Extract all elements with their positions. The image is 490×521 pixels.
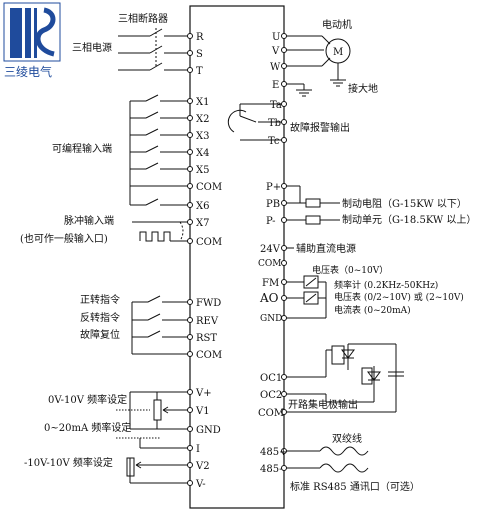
terminal-fm: FM [262,278,279,289]
terminal-e: E [272,80,279,91]
terminal-p-plus: P+ [266,182,281,193]
terminal-rev: REV [196,316,219,327]
terminal-x4: X4 [196,148,209,159]
terminal-pb: PB [266,199,280,210]
aux-power-label: 辅助直流电源 [296,242,356,255]
braking-circuit: 制动电阻（G-15KW 以下） 制动单元（G-18.5KW 以上） [286,185,476,226]
terminal-oc2: OC2 [260,390,282,401]
general-label: (也可作一般输入口) [20,232,108,245]
potentiometer-v1 [153,399,162,421]
pulse-input [132,221,188,242]
terminal-com-1: COM [196,182,222,193]
motor-label: 电动机 [322,18,352,31]
terminal-tc: Tc [268,136,280,147]
terminal-p-minus: P- [266,216,276,227]
terminal-v: V [271,46,280,57]
terminal-com-2: COM [196,237,222,248]
logo-text: 三绫电气 [4,64,52,79]
breaker-label: 三相断路器 [118,12,168,25]
terminal-com-3: COM [196,350,222,361]
motor-letter: M [333,47,343,58]
terminal-t: T [196,66,203,77]
programmable-label: 可编程输入端 [52,142,112,155]
v10-label: 0V-10V 频率设定 [48,393,127,406]
voltmeter-label: 电压表（0~10V） [312,264,388,276]
terminal-r: R [196,32,204,43]
terminal-ao: AO [259,291,279,305]
terminal-vplus: V+ [195,388,212,399]
terminal-x7: X7 [196,218,209,229]
right-terminals: U V W E Ta Tb Tc P+ PB P- 24V COM FM AO … [258,32,287,475]
terminal-485-minus: 485- [260,464,282,475]
power-input [118,28,188,71]
brake-unit-label: 制动单元（G-18.5KW 以上） [342,213,476,226]
terminal-x6: X6 [196,201,209,212]
relay-coil-icon [331,345,345,365]
terminal-ta: Ta [270,100,282,111]
open-collector-circuit: 开路集电极输出 [286,343,404,413]
terminal-485-plus: 485+ [260,447,287,458]
terminal-u: U [272,32,280,43]
terminal-gnd-left: GND [196,425,221,436]
terminal-rst: RST [196,333,217,344]
inverter-box [189,5,285,509]
potentiometer-v2 [126,457,135,477]
terminal-oc1: OC1 [260,373,282,384]
freq-meter-label: 频率计 (0.2KHz-50KHz) [334,279,438,291]
fault-relay: 故障报警输出 [227,103,350,141]
brake-resistor-icon [305,198,321,208]
terminal-v1: V1 [195,406,210,417]
ma-label: 0~20mA 频率设定 [44,421,131,434]
ammeter-label: 电流表 (0~20mA) [334,304,411,316]
terminal-v2: V2 [195,461,210,472]
terminal-s: S [196,49,203,60]
terminal-vminus: V- [195,479,206,490]
pm10-label: -10V-10V 频率设定 [24,456,113,469]
terminal-x3: X3 [196,131,209,142]
volt-or-label: 电压表 (0/2~10V) 或 (2~10V) [334,291,464,303]
terminal-tb: Tb [268,118,281,129]
terminal-fwd: FWD [196,298,221,309]
motor-circuit: M 电动机 接大地 [286,18,378,97]
terminal-x5: X5 [196,165,209,176]
direction-switches [131,295,188,355]
terminal-gnd-right: GND [260,314,282,324]
fwd-label: 正转指令 [80,293,120,306]
terminal-x2: X2 [196,114,209,125]
terminal-com-oc: COM [258,408,284,419]
rs485-circuit: 双绞线 标准 RS485 通讯口（可选） [286,432,420,493]
left-terminals: R S T X1 X2 X3 X4 X5 COM X6 X7 COM FWD R… [187,32,222,490]
terminal-com-aux: COM [258,259,281,269]
reset-label: 故障复位 [80,328,120,341]
brake-res-label: 制动电阻（G-15KW 以下） [342,197,467,210]
terminal-i: I [196,444,200,455]
rev-label: 反转指令 [80,311,120,324]
analog-inputs [116,391,188,484]
power-label: 三相电源 [72,41,112,54]
twisted-label: 双绞线 [332,432,362,445]
brake-unit-icon [305,215,321,225]
meters: 电压表（0~10V） 频率计 (0.2KHz-50KHz) 电压表 (0/2~1… [286,264,464,319]
terminal-w: W [270,62,281,73]
logo: 三绫电气 [3,2,61,79]
oc-output-label: 开路集电极输出 [288,398,358,411]
fault-label: 故障报警输出 [290,121,350,134]
ground-label: 接大地 [348,82,378,95]
logo-mark [10,8,22,58]
rs485-label: 标准 RS485 通讯口（可选） [290,480,420,493]
programmable-input-switches [129,94,188,206]
terminal-24v: 24V [260,244,281,255]
twisted-pair-icon [319,446,369,456]
pulse-label: 脉冲输入端 [64,214,114,227]
terminal-x1: X1 [196,97,209,108]
